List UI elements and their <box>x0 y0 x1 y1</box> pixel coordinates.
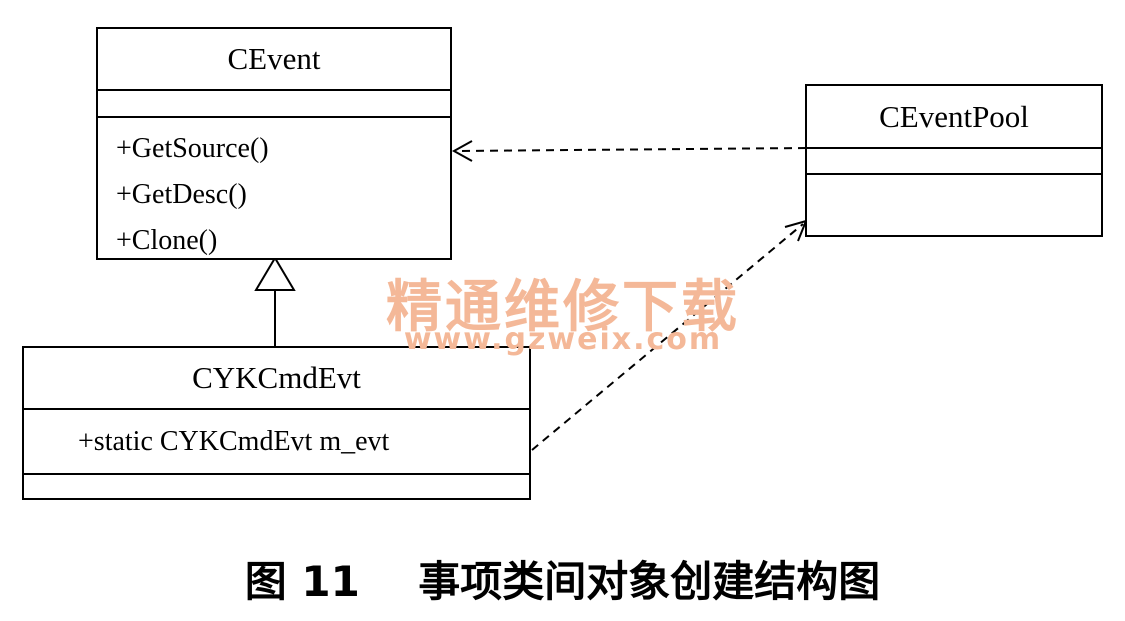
dependency-line-pool-to-event <box>457 147 807 152</box>
operation-clone: +Clone() <box>116 225 218 256</box>
class-cevent-name: CEvent <box>98 29 450 91</box>
class-cykcmdevt: CYKCmdEvt +static CYKCmdEvt m_evt <box>22 346 531 500</box>
class-cevent-operations: +GetSource() +GetDesc() +Clone() <box>98 118 450 264</box>
operation-get-desc: +GetDesc() <box>116 179 247 210</box>
class-cykcmdevt-attributes: +static CYKCmdEvt m_evt <box>24 410 529 475</box>
dependency-arrowhead-event <box>451 140 473 162</box>
class-ceventpool-attributes <box>807 149 1101 175</box>
class-cevent-attributes <box>98 91 450 118</box>
class-cykcmdevt-name: CYKCmdEvt <box>24 348 529 410</box>
operation-get-source: +GetSource() <box>116 133 269 164</box>
inheritance-arrowhead <box>254 256 296 291</box>
dependency-line-cmd-to-pool <box>531 223 804 451</box>
class-cevent: CEvent +GetSource() +GetDesc() +Clone() <box>96 27 452 260</box>
class-ceventpool: CEventPool <box>805 84 1103 237</box>
class-ceventpool-name: CEventPool <box>807 86 1101 149</box>
attribute-m-evt: +static CYKCmdEvt m_evt <box>78 425 390 457</box>
figure-caption: 图 11 事项类间对象创建结构图 <box>244 557 881 606</box>
